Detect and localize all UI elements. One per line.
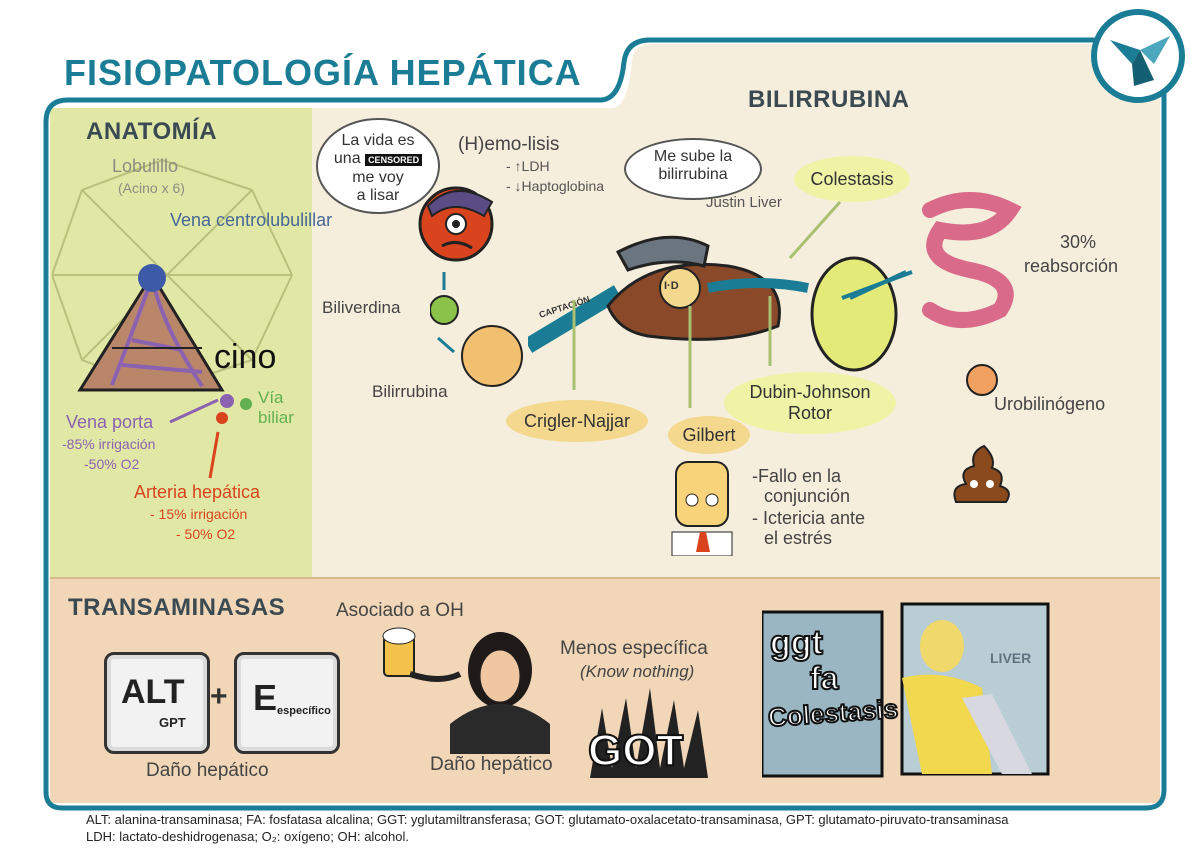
bubble-sube-line1: Me sube la <box>653 148 733 165</box>
justin-liver-label: Justin Liver <box>706 194 782 211</box>
plus-sign: + <box>210 680 228 713</box>
got-logo: GOT <box>587 725 684 776</box>
porta-irrigacion: -85% irrigación <box>62 436 156 452</box>
arteria-label: Arteria hepática <box>134 482 261 502</box>
defect-arrows <box>572 201 842 408</box>
page-title: FISIOPATOLOGÍA HEPÁTICA <box>64 52 582 93</box>
reabs-percent: 30% <box>1060 232 1097 252</box>
ictericia-line2: el estrés <box>764 528 833 548</box>
liver-sign-label: LIVER <box>990 650 1032 666</box>
porta-o2: -50% O2 <box>84 456 140 472</box>
speech-bubble-vida: La vida es una CENSORED me voy a lisar <box>316 118 440 214</box>
bubble-vida-line1: La vida es <box>341 132 415 149</box>
bilirrubina-title: BILIRRUBINA <box>748 86 910 113</box>
dubin-johnson-pill: Dubin-Johnson Rotor <box>724 372 896 434</box>
footnote-line2: LDH: lactato-deshidrogenasa; O₂: oxígeno… <box>86 829 410 844</box>
dilbert-character-icon <box>671 461 733 556</box>
anatomy-title: ANATOMÍA <box>86 118 218 145</box>
bubble-vida-line2: una CENSORED <box>318 150 438 168</box>
liver-lobule-diagram <box>52 158 294 392</box>
liver-character-icon <box>528 235 809 353</box>
hemolisis-label: (H)emo-lisis <box>458 134 560 155</box>
bilirrubina-label: Bilirrubina <box>372 382 448 401</box>
dano-hepatico-2: Daño hepático <box>430 754 553 775</box>
haptoglobina-label: - ↓Haptoglobina <box>506 178 605 194</box>
biliar-dot-icon <box>240 398 252 410</box>
porta-dot-icon <box>220 394 234 408</box>
menos-especifica-label: Menos específica <box>560 638 708 659</box>
gilbert-pill: Gilbert <box>668 416 750 454</box>
bubble-vida-line3: me voy <box>352 168 404 186</box>
fallo-line2: conjunción <box>764 486 851 506</box>
vena-porta-label: Vena porta <box>66 412 154 432</box>
ictericia-line1: - Ictericia ante <box>752 508 866 528</box>
bubble-vida-line4: a lisar <box>356 187 400 205</box>
dano-hepatico-1: Daño hepático <box>146 760 269 781</box>
acino-suffix-label: cino <box>214 338 277 376</box>
bubble-sube-line2: bilirrubina <box>658 166 728 184</box>
lobulillo-label: Lobulillo <box>112 156 179 176</box>
anatomy-arrows <box>169 398 220 479</box>
e-key-label: E <box>253 677 278 718</box>
gta-style-artwork-icon <box>762 602 1050 778</box>
gpt-key-label: GPT <box>159 715 186 730</box>
speech-bubble-sube: Me sube la bilirrubina <box>624 138 762 200</box>
intestine-icon <box>922 192 1022 328</box>
reabsorcion-label: reabsorción <box>1024 256 1119 276</box>
poop-icon <box>953 444 1010 503</box>
alt-key-label: ALT <box>121 673 185 711</box>
arteria-irrigacion: - 15% irrigación <box>150 506 248 522</box>
footnote-line1: ALT: alanina-transaminasa; FA: fosfatasa… <box>86 812 1009 827</box>
fallo-line1: -Fallo en la <box>752 466 842 486</box>
rotor-label: Rotor <box>787 403 832 423</box>
vena-centro-label: Vena centrolubulillar <box>170 210 333 230</box>
acino-count-label: (Acino x 6) <box>118 180 185 196</box>
e-key-icon: E específico <box>234 652 340 754</box>
know-nothing-label: (Know nothing) <box>580 662 695 681</box>
crigler-najjar-pill: Crigler-Najjar <box>506 400 648 442</box>
arteria-o2: - 50% O2 <box>176 526 236 542</box>
intestine-arrow <box>849 270 907 300</box>
urobilinogeno-dot-icon <box>966 364 998 396</box>
fa-label: fa <box>809 659 839 697</box>
urobilinogeno-label: Urobilinógeno <box>994 394 1106 414</box>
ggt-label: ggt <box>769 623 824 663</box>
colestasis-pill: Colestasis <box>794 156 910 202</box>
red-blood-cell-character-icon <box>418 186 494 262</box>
transaminasas-title: TRANSAMINASAS <box>68 594 286 621</box>
ldh-label: - ↑LDH <box>506 158 550 174</box>
alt-key-icon: ALT GPT <box>104 652 210 754</box>
via-biliar-label: Vía biliar <box>258 388 294 428</box>
asociado-label: Asociado a OH <box>336 600 464 621</box>
id-badge: I·D <box>664 280 679 292</box>
censored-badge: CENSORED <box>365 154 423 167</box>
bilirrubina-pathway-shapes <box>430 272 523 387</box>
arteria-dot-icon <box>216 412 228 424</box>
got-spikes-icon <box>590 688 708 778</box>
jon-snow-beer-character-icon <box>382 627 550 754</box>
especifico-key-label: específico <box>277 705 331 717</box>
bird-origami-logo-icon <box>1091 9 1185 103</box>
dubin-johnson-label: Dubin-Johnson <box>749 382 871 402</box>
biliverdina-label: Biliverdina <box>322 298 401 317</box>
